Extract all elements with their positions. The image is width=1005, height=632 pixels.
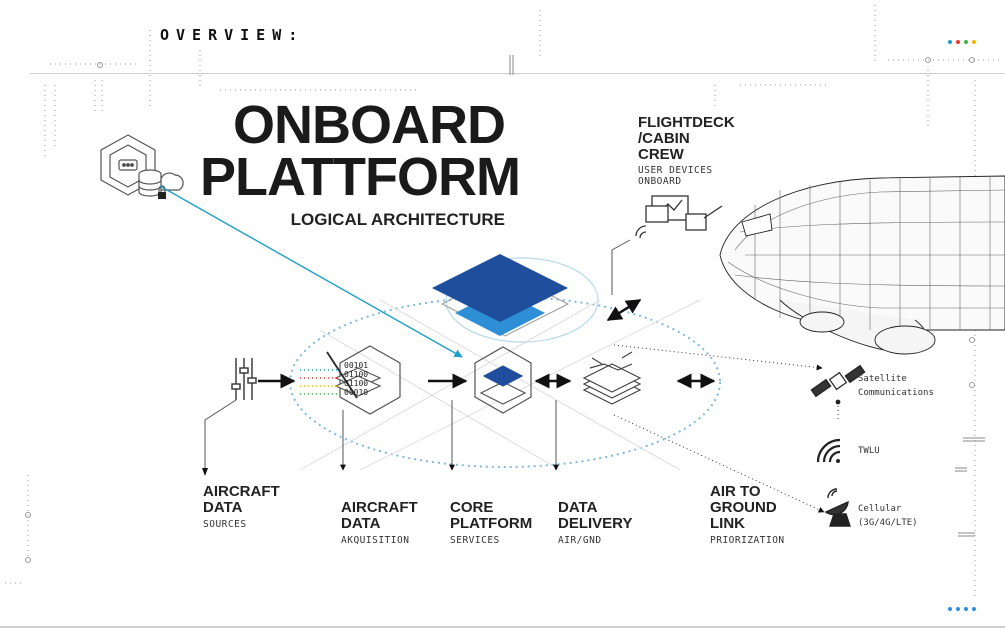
column-aircraft-data-sources: AIRCRAFT DATA SOURCES [203,483,280,531]
antenna-dish-icon [824,488,851,527]
column-title: CORE PLATFORM [450,499,533,532]
dot-1 [948,40,952,44]
column-aircraft-data-acquisition: AIRCRAFT DATA AKQUISITION [341,499,418,547]
flightdeck-sub-2: ONBOARD [638,176,682,187]
sliders-icon [231,358,257,400]
wifi-signal-icon [816,438,841,463]
column-title: AIR TO GROUND LINK [710,483,777,532]
binary-row-2: 01100 [344,370,368,379]
column-sub: PRIORIZATION [710,535,785,546]
platform-stack-graphic [432,254,570,337]
dot-3 [964,40,968,44]
dot-4 [972,40,976,44]
color-dots-top [948,31,980,49]
airplane-icon [719,175,1005,355]
flightdeck-sub-1: USER DEVICES [638,165,713,176]
column-sub: SOURCES [203,519,247,530]
column-title: AIRCRAFT DATA [341,499,418,532]
column-sub: AKQUISITION [341,535,410,546]
overview-label: OVERVIEW: [160,26,305,44]
binary-text: 00101 01100 01100 00010 [344,361,368,397]
dot-6 [956,607,960,611]
flightdeck-title: FLIGHTDECK /CABIN CREW [638,114,735,163]
color-dots-bottom [948,598,980,616]
column-sub: AIR/GND [558,535,602,546]
column-title: AIRCRAFT DATA [203,483,280,516]
column-core-platform: CORE PLATFORM SERVICES [450,499,533,547]
bottom-divider [0,626,1005,628]
subtitle: LOGICAL ARCHITECTURE [290,210,505,229]
title-line-1: ONBOARD [233,95,506,155]
title-line-2: PLATTFORM [200,147,521,207]
server-cloud-icon [100,134,184,199]
dot-8 [972,607,976,611]
data-delivery-icon [582,351,642,405]
binary-row-1: 00101 [344,361,368,370]
satellite-icon [810,364,866,405]
dot-2 [956,40,960,44]
core-platform-hexagon-icon [474,346,532,414]
binary-row-3: 01100 [344,379,368,388]
acquisition-hexagon-icon [326,345,401,415]
column-title: DATA DELIVERY [558,499,633,532]
binary-row-4: 00010 [344,388,368,397]
cellular-label: Cellular (3G/4G/LTE) [858,504,918,528]
twlu-label: TWLU [858,446,880,456]
column-sub: SERVICES [450,535,500,546]
column-data-delivery: DATA DELIVERY AIR/GND [558,499,633,547]
dot-5 [948,607,952,611]
dot-7 [964,607,968,611]
top-divider [30,73,1005,74]
column-air-to-ground-link: AIR TO GROUND LINK PRIORIZATION [710,483,785,547]
satellite-label: Satellite Communications [858,374,934,398]
binary-dots [300,369,340,395]
devices-icon [635,195,723,239]
